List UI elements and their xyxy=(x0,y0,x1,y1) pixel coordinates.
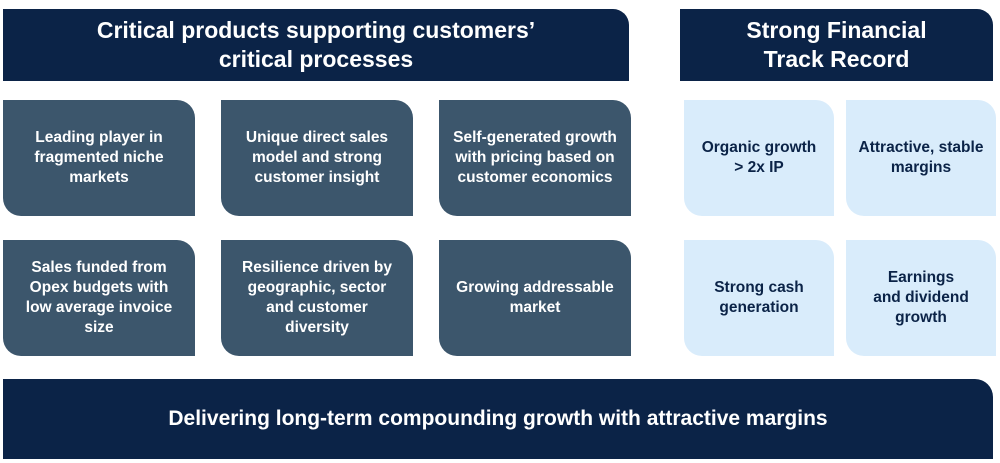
tile-cash-generation: Strong cash generation xyxy=(684,240,834,356)
long-term-growth-footer: Delivering long-term compounding growth … xyxy=(3,379,993,459)
critical-products-header-text: Critical products supporting customers’ … xyxy=(96,17,536,72)
tile-leading-player-text: Leading player in fragmented niche marke… xyxy=(34,129,164,186)
tile-earnings-dividend: Earnings and dividend growth xyxy=(846,240,996,356)
tile-self-generated-growth-text: Self-generated growth with pricing based… xyxy=(453,129,617,186)
tile-leading-player: Leading player in fragmented niche marke… xyxy=(3,100,195,216)
tile-self-generated-growth: Self-generated growth with pricing based… xyxy=(439,100,631,216)
tile-stable-margins-text: Attractive, stable margins xyxy=(858,139,984,176)
financial-track-record-header: Strong Financial Track Record xyxy=(680,9,993,81)
long-term-growth-footer-text: Delivering long-term compounding growth … xyxy=(168,407,828,430)
tile-sales-funded-opex-text: Sales funded from Opex budgets with low … xyxy=(25,259,173,336)
tile-growing-market-text: Growing addressable market xyxy=(456,279,614,316)
tile-direct-sales-model-text: Unique direct sales model and strong cus… xyxy=(245,129,389,186)
tile-organic-growth-text: Organic growth > 2x IP xyxy=(701,139,817,176)
tile-stable-margins: Attractive, stable margins xyxy=(846,100,996,216)
tile-cash-generation-text: Strong cash generation xyxy=(714,279,804,316)
financial-track-record-header-text: Strong Financial Track Record xyxy=(746,17,927,72)
tile-growing-market: Growing addressable market xyxy=(439,240,631,356)
tile-organic-growth: Organic growth > 2x IP xyxy=(684,100,834,216)
tile-direct-sales-model: Unique direct sales model and strong cus… xyxy=(221,100,413,216)
tile-resilience-diversity: Resilience driven by geographic, sector … xyxy=(221,240,413,356)
tile-earnings-dividend-text: Earnings and dividend growth xyxy=(873,269,969,326)
critical-products-header: Critical products supporting customers’ … xyxy=(3,9,629,81)
tile-sales-funded-opex: Sales funded from Opex budgets with low … xyxy=(3,240,195,356)
tile-resilience-diversity-text: Resilience driven by geographic, sector … xyxy=(242,259,392,336)
